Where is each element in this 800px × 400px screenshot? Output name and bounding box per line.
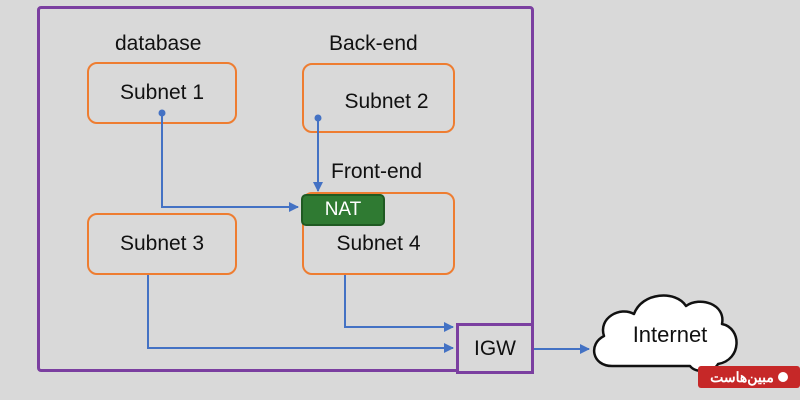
nat-gateway: NAT [301, 194, 385, 226]
subnet-4-to-igw-arrow [344, 275, 454, 332]
internet-label: Internet [632, 322, 708, 347]
mouse-icon [777, 372, 788, 382]
database-label: database [115, 32, 202, 55]
subnet-1-label: Subnet 1 [119, 81, 205, 104]
subnet-2-label: Subnet 2 [344, 90, 429, 113]
backend-label: Back-end [329, 32, 418, 55]
watermark-logo: مبین‌هاست [698, 366, 800, 388]
subnet-4-label: Subnet 4 [336, 231, 421, 255]
subnet-2: Subnet 2 [302, 63, 455, 133]
frontend-label: Front-end [331, 160, 423, 183]
subnet-3-to-igw-arrow [147, 275, 454, 353]
watermark-text: مبین‌هاست [710, 368, 774, 385]
subnet-3: Subnet 3 [87, 213, 237, 275]
vpc-boundary [37, 6, 534, 372]
subnet-4: Subnet 4 [302, 192, 455, 275]
subnet-1-to-nat-arrow [161, 113, 299, 212]
igw-label: IGW [474, 336, 516, 360]
internet-gateway: IGW [456, 323, 534, 374]
nat-label: NAT [324, 199, 362, 220]
subnet-3-label: Subnet 3 [119, 232, 205, 255]
internet-cloud [592, 294, 738, 373]
